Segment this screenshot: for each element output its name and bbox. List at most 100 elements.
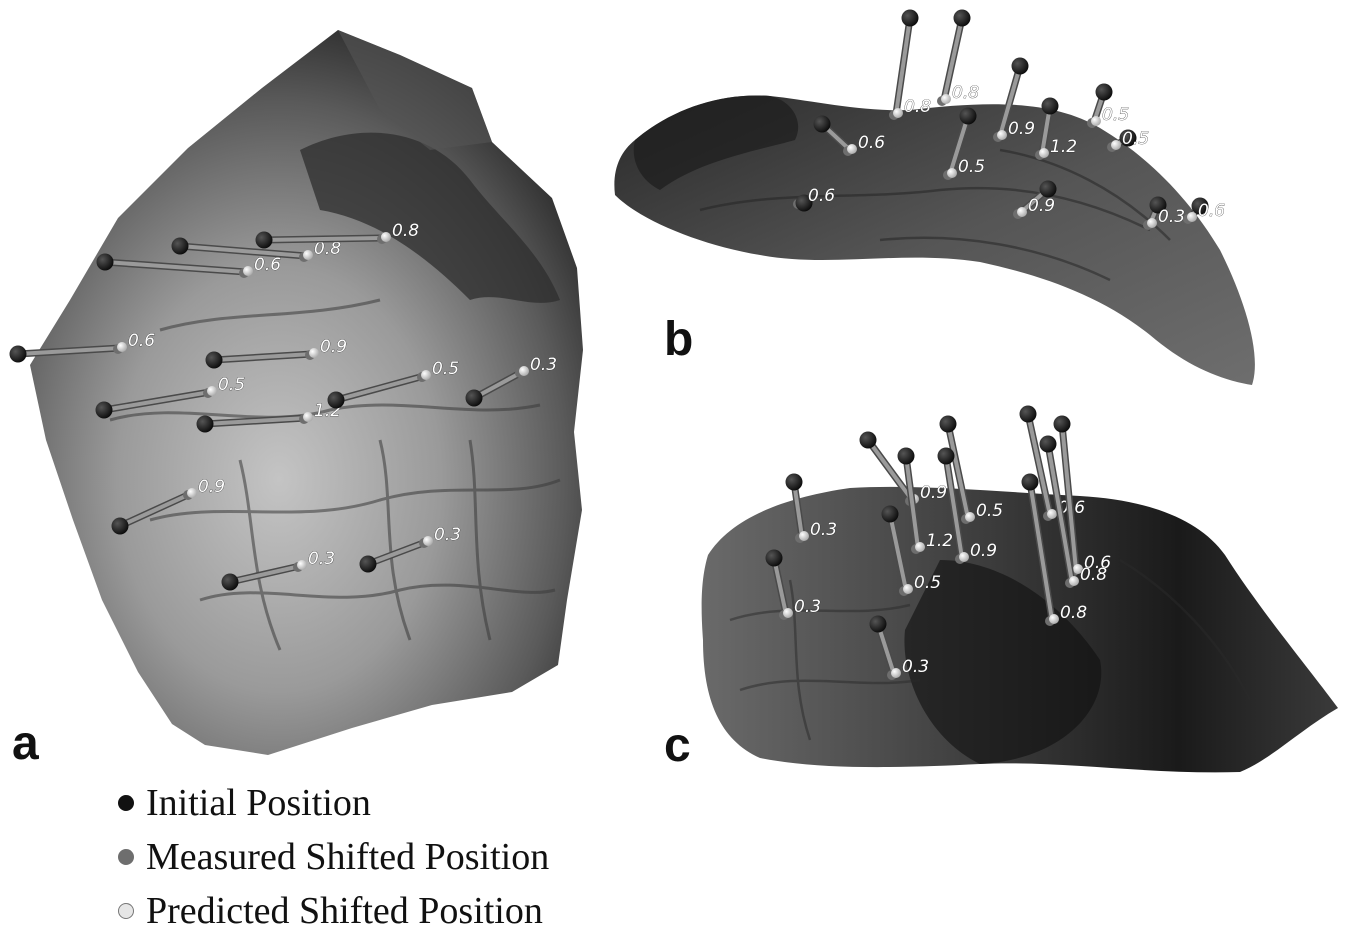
predicted-position-marker (207, 386, 217, 396)
predicted-position-marker (903, 584, 913, 594)
predicted-position-marker (381, 232, 391, 242)
displacement-value-label: 0.9 (970, 541, 997, 561)
initial-position-marker (766, 550, 783, 567)
panel-a-surface (30, 30, 583, 755)
displacement-value-label: 0.5 (976, 501, 1003, 521)
predicted-position-marker (959, 552, 969, 562)
predicted-position-marker (783, 608, 793, 618)
displacement-rod (264, 238, 384, 240)
initial-position-marker (112, 518, 129, 535)
panel-label-c: c (664, 722, 691, 770)
initial-position-marker (328, 392, 345, 409)
initial-position-marker (96, 402, 113, 419)
initial-position-marker (10, 346, 27, 363)
predicted-position-marker (1187, 212, 1197, 222)
displacement-value-label: 0.6 (808, 186, 835, 206)
panel-c-surface (702, 487, 1338, 772)
initial-position-marker (197, 416, 214, 433)
legend: Initial Position Measured Shifted Positi… (118, 776, 549, 933)
predicted-position-marker (941, 94, 951, 104)
displacement-value-label: 0.9 (1028, 196, 1055, 216)
initial-position-marker (466, 390, 483, 407)
legend-label-measured: Measured Shifted Position (146, 835, 549, 879)
predicted-position-marker (309, 348, 319, 358)
displacement-value-label: 1.2 (926, 531, 953, 551)
marker-b-4: 0.9 (993, 58, 1035, 143)
displacement-value-label: 0.9 (320, 337, 347, 357)
displacement-value-label: 0.9 (920, 483, 947, 503)
initial-position-marker (1096, 84, 1113, 101)
initial-position-marker (172, 238, 189, 255)
displacement-value-label: 0.3 (530, 355, 557, 375)
marker-b-2: 0.8 (889, 10, 931, 121)
predicted-position-marker (1017, 207, 1027, 217)
predicted-position-marker (117, 342, 127, 352)
displacement-value-label: 0.3 (810, 520, 837, 540)
displacement-value-label: 0.5 (1102, 105, 1129, 125)
predicted-position-marker (965, 512, 975, 522)
displacement-value-label: 0.8 (1060, 603, 1087, 623)
marker-b-7: 0.5 (1087, 84, 1129, 129)
legend-item-initial: Initial Position (118, 776, 549, 830)
panel-label-a: a (12, 720, 39, 768)
initial-position-marker (1042, 98, 1059, 115)
initial-position-marker (1054, 416, 1071, 433)
displacement-value-label: 0.5 (1122, 129, 1149, 149)
initial-position-marker (1040, 436, 1057, 453)
predicted-position-marker (997, 130, 1007, 140)
initial-position-marker (814, 116, 831, 133)
predicted-position-marker (893, 108, 903, 118)
displacement-value-label: 0.6 (254, 255, 281, 275)
displacement-value-label: 0.6 (128, 331, 155, 351)
displacement-value-label: 0.5 (218, 375, 245, 395)
initial-position-marker (206, 352, 223, 369)
initial-position-marker (954, 10, 971, 27)
marker-b-3: 0.8 (937, 10, 979, 107)
displacement-value-label: 0.3 (902, 657, 929, 677)
predicted-position-marker (1039, 148, 1049, 158)
displacement-value-label: 0.6 (1198, 201, 1225, 221)
predicted-position-marker-icon (118, 903, 134, 919)
predicted-position-marker (423, 536, 433, 546)
displacement-value-label: 0.6 (858, 133, 885, 153)
predicted-position-marker (519, 366, 529, 376)
legend-item-measured: Measured Shifted Position (118, 830, 549, 884)
predicted-position-marker (1047, 509, 1057, 519)
predicted-position-marker (847, 144, 857, 154)
initial-position-marker (902, 10, 919, 27)
predicted-position-marker (1111, 140, 1121, 150)
panel-label-b: b (664, 316, 693, 364)
predicted-position-marker (947, 168, 957, 178)
displacement-value-label: 0.8 (952, 83, 979, 103)
panel-b-surface (614, 95, 1255, 385)
predicted-position-marker (1147, 218, 1157, 228)
initial-position-marker (256, 232, 273, 249)
displacement-value-label: 0.5 (958, 157, 985, 177)
initial-position-marker (97, 254, 114, 271)
predicted-position-marker (303, 412, 313, 422)
measured-position-marker-icon (118, 849, 134, 865)
predicted-position-marker (303, 250, 313, 260)
predicted-position-marker (297, 560, 307, 570)
initial-position-marker (898, 448, 915, 465)
predicted-position-marker (187, 488, 197, 498)
predicted-position-marker (915, 542, 925, 552)
initial-position-marker (960, 108, 977, 125)
initial-position-marker (1012, 58, 1029, 75)
initial-position-marker (1022, 474, 1039, 491)
predicted-position-marker (891, 668, 901, 678)
predicted-position-marker (1069, 576, 1079, 586)
initial-position-marker (1040, 181, 1057, 198)
displacement-value-label: 0.3 (794, 597, 821, 617)
initial-position-marker (860, 432, 877, 449)
displacement-value-label: 0.9 (1008, 119, 1035, 139)
displacement-value-label: 0.9 (198, 477, 225, 497)
predicted-position-marker (243, 266, 253, 276)
initial-position-marker (1020, 406, 1037, 423)
predicted-position-marker (1049, 614, 1059, 624)
displacement-value-label: 1.2 (1050, 137, 1077, 157)
displacement-value-label: 0.8 (904, 97, 931, 117)
displacement-value-label: 0.8 (392, 221, 419, 241)
initial-position-marker (222, 574, 239, 591)
